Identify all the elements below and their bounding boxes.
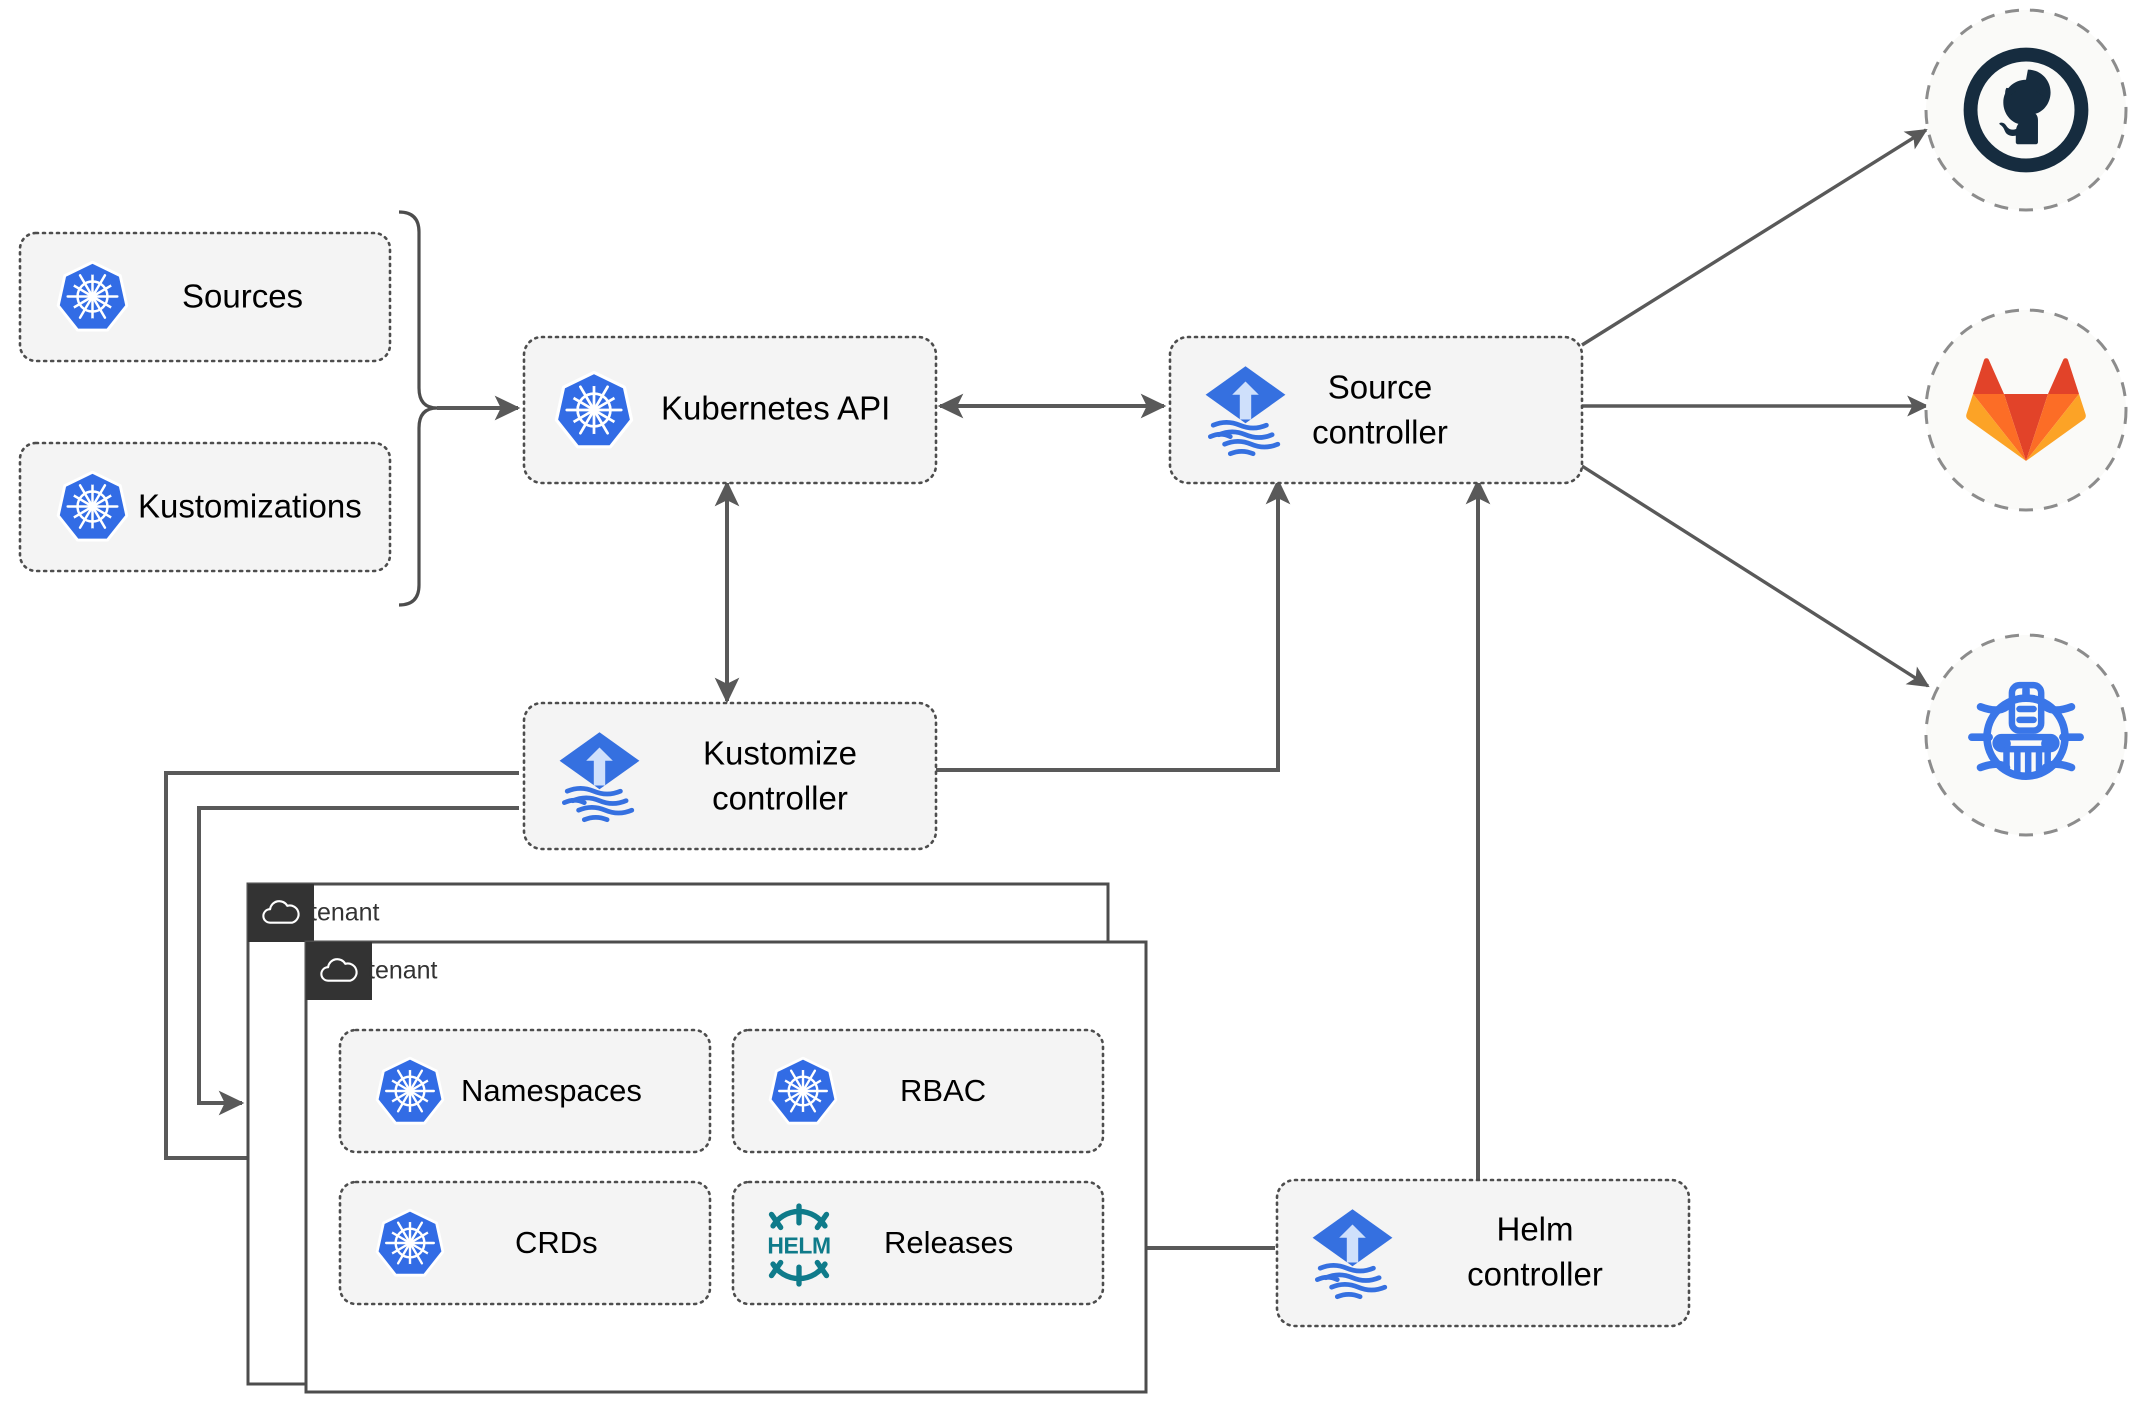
provider-gitlab[interactable]: [1924, 308, 2128, 512]
edge-layer: [164, 128, 1930, 1261]
node-source-controller-label-line2: controller: [1312, 414, 1448, 451]
node-kustomize-controller-label-line1: Kustomize: [703, 735, 857, 772]
node-helm-controller-label-line2: controller: [1467, 1256, 1603, 1293]
tenant-outer-tab: [248, 884, 314, 942]
group-brace: [398, 210, 438, 607]
node-rbac[interactable]: RBAC: [731, 1028, 1105, 1154]
node-releases[interactable]: Releases: [731, 1180, 1105, 1306]
provider-helm-repository[interactable]: [1924, 633, 2128, 837]
kubernetes-icon: [56, 470, 129, 542]
kubernetes-icon: [554, 370, 634, 449]
node-source-controller-label-line1: Source: [1328, 369, 1433, 406]
tenant-outer-label: tenant: [310, 899, 380, 927]
node-helm-controller-label-line1: Helm: [1496, 1211, 1573, 1248]
tenant-inner-label: tenant: [368, 957, 438, 985]
node-crds-box: [338, 1180, 712, 1306]
provider-github[interactable]: [1924, 8, 2128, 212]
node-kubernetes-api-label: Kubernetes API: [661, 390, 890, 427]
edge-kustomize-to-tenant-outer: [164, 771, 519, 1171]
node-source-controller[interactable]: Source controller: [1168, 335, 1584, 485]
node-kustomizations[interactable]: Kustomizations: [18, 441, 392, 573]
kubernetes-icon: [768, 1056, 838, 1125]
kubernetes-icon: [56, 260, 129, 332]
node-sources-label: Sources: [182, 278, 303, 315]
tenant-inner-tab: [306, 942, 372, 1000]
node-kubernetes-api-box: [522, 335, 938, 485]
node-rbac-label: RBAC: [900, 1073, 986, 1108]
edge-kustomize-to-tenant-inner: [197, 806, 519, 1116]
tenant-inner-body: [304, 940, 1148, 1394]
node-kubernetes-api[interactable]: Kubernetes API: [522, 335, 938, 485]
node-namespaces-box: [338, 1028, 712, 1154]
kubernetes-icon: [375, 1208, 445, 1277]
node-rbac-box: [731, 1028, 1105, 1154]
node-namespaces[interactable]: Namespaces: [338, 1028, 712, 1154]
node-helm-controller[interactable]: Helm controller: [1275, 1178, 1691, 1328]
tenant-inner[interactable]: tenant: [304, 940, 1148, 1394]
node-kustomizations-label: Kustomizations: [138, 488, 362, 525]
node-crds-label: CRDs: [515, 1225, 598, 1260]
edge-source-to-helm-repository: [1581, 464, 1930, 688]
node-kustomize-controller-label-line2: controller: [712, 780, 848, 817]
node-namespaces-label: Namespaces: [461, 1073, 642, 1108]
node-crds[interactable]: CRDs: [338, 1180, 712, 1306]
node-kustomize-controller[interactable]: Kustomize controller: [522, 701, 938, 851]
node-releases-label: Releases: [884, 1225, 1013, 1260]
helm-icon: [767, 1206, 830, 1284]
edge-source-to-github: [1581, 128, 1928, 347]
node-kustomizations-box: [18, 441, 392, 573]
node-sources-box: [18, 231, 392, 363]
kubernetes-icon: [375, 1056, 445, 1125]
node-sources[interactable]: Sources: [18, 231, 392, 363]
edge-kustomize-to-source-controller: [935, 478, 1291, 772]
